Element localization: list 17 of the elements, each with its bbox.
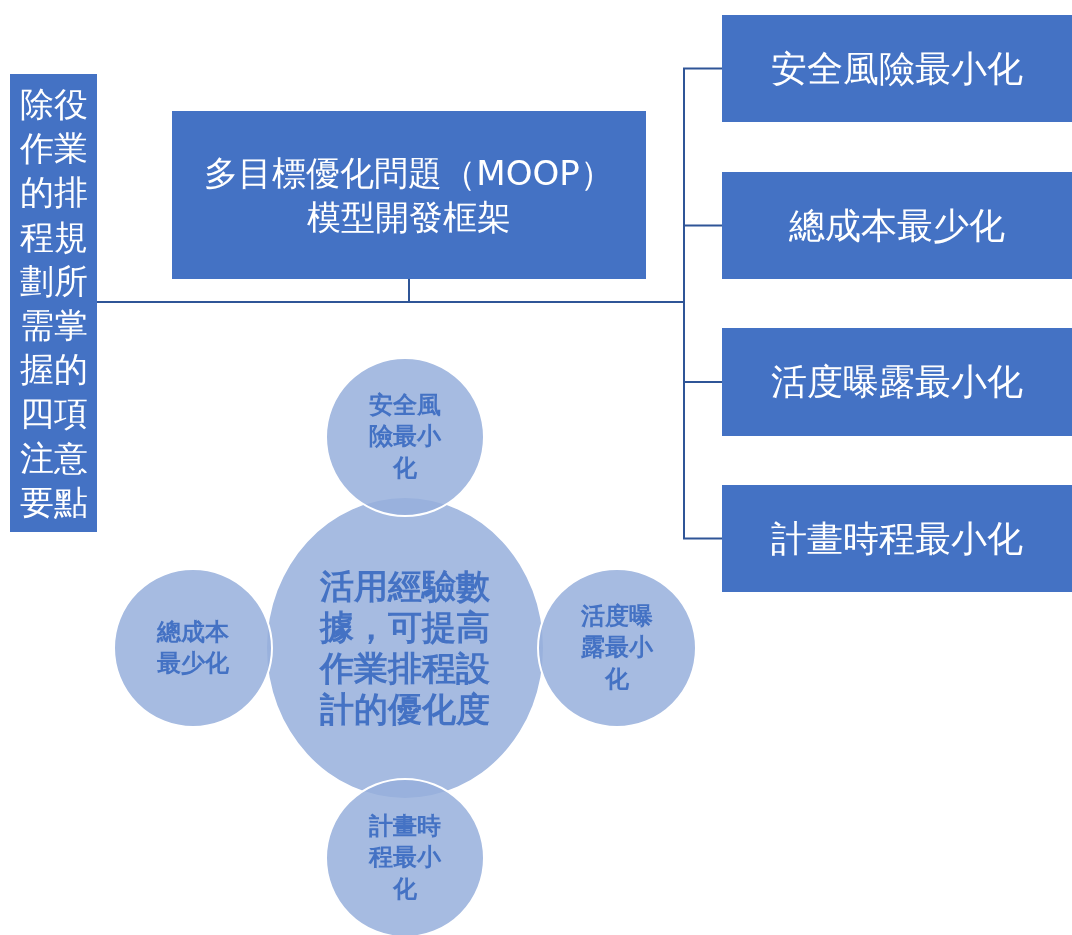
node-label: 活度曝露最小化: [580, 601, 654, 695]
side-box: [10, 74, 97, 532]
node-label: 安全風險最小化: [368, 390, 442, 484]
node-label: 計畫時程最小化: [367, 811, 442, 905]
node-label: 除役作業的排程規劃所需掌握的四項注意要點: [18, 83, 89, 524]
goal-box: [722, 172, 1072, 279]
framework-box: [172, 111, 646, 279]
node-label: 總成本最少化: [155, 616, 230, 679]
node-label: 活用經驗數據，可提高作業排程設計的優化度: [318, 566, 491, 730]
node-label: 安全風險最小化: [770, 46, 1024, 91]
node-label: 計畫時程最小化: [770, 516, 1024, 561]
goal-box: [722, 328, 1072, 436]
node-label: 活度曝露最小化: [770, 360, 1024, 404]
node-label: 總成本最少化: [788, 203, 1006, 248]
goal-box: [722, 485, 1072, 592]
node-label: 多目標優化問題（MOOP）模型開發框架: [203, 151, 615, 239]
goal-box: [722, 15, 1072, 122]
